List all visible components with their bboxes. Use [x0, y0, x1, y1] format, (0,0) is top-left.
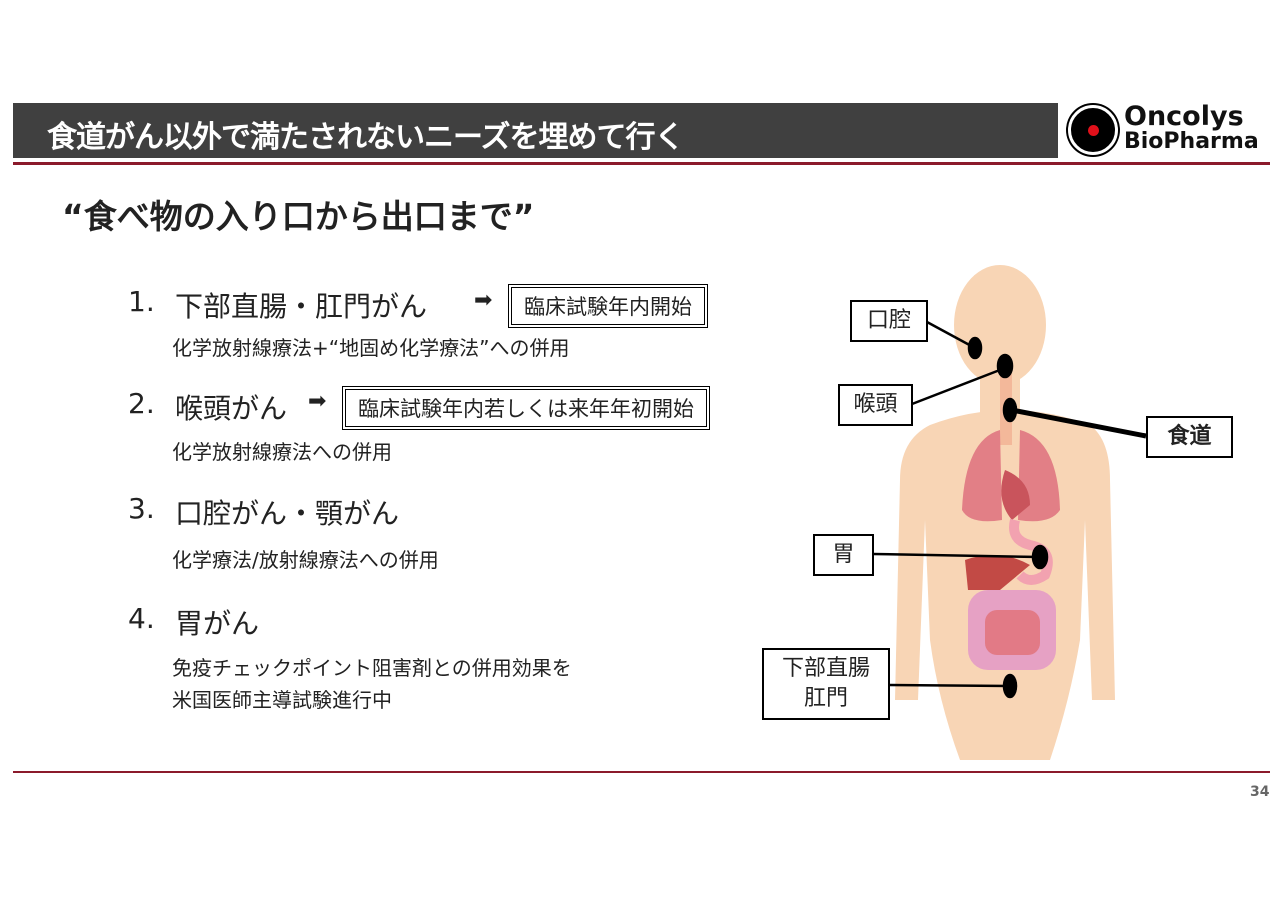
item-number: 1. [128, 285, 155, 318]
item-number: 3. [128, 492, 155, 525]
marker-oral [967, 336, 983, 360]
logo-text-1: Oncolys [1124, 101, 1244, 132]
page-number: 34 [1250, 784, 1270, 800]
label-rectum: 下部直腸 肛門 [762, 648, 890, 720]
label-rectum-line2: 肛門 [803, 686, 848, 711]
header-divider [13, 162, 1270, 165]
heart [1001, 470, 1030, 520]
status-badge-text: 臨床試験年内開始 [511, 287, 705, 325]
marker-stomach [1031, 544, 1049, 570]
item-desc: 化学放射線療法への併用 [172, 440, 392, 464]
marker-rectum [1002, 673, 1018, 699]
item-number: 2. [128, 387, 155, 420]
label-esophagus: 食道 [1146, 416, 1233, 458]
status-badge-text: 臨床試験年内若しくは来年年初開始 [345, 389, 707, 427]
footer-divider [13, 771, 1270, 773]
header-title: 食道がん以外で満たされないニーズを埋めて行く [47, 120, 684, 155]
marker-esophagus [1002, 397, 1018, 423]
item-desc: 米国医師主導試験進行中 [172, 688, 392, 712]
label-stomach: 胃 [813, 534, 874, 576]
item-number: 4. [128, 602, 155, 635]
connector-lines [872, 320, 1147, 699]
item-title: 口腔がん・顎がん [175, 497, 400, 530]
subtitle: “食べ物の入り口から出口まで” [62, 197, 535, 236]
arrow-right-icon: ➡ [308, 389, 327, 414]
liver [965, 555, 1030, 590]
label-oral: 口腔 [850, 300, 928, 342]
item-title: 胃がん [175, 607, 260, 640]
status-badge: 臨床試験年内若しくは来年年初開始 [342, 386, 710, 430]
marker-larynx [996, 353, 1014, 379]
item-title: 下部直腸・肛門がん [175, 290, 428, 323]
item-desc: 免疫チェックポイント阻害剤との併用効果を [172, 656, 572, 680]
item-title: 喉頭がん [175, 392, 288, 425]
logo-text-2: BioPharma [1124, 129, 1259, 154]
status-badge: 臨床試験年内開始 [508, 284, 708, 328]
item-desc: 化学放射線療法+“地固め化学療法”への併用 [172, 336, 570, 360]
label-larynx: 喉頭 [838, 384, 913, 426]
company-logo: Oncolys BioPharma [1066, 101, 1268, 158]
arrow-right-icon: ➡ [474, 288, 493, 313]
logo-mark-icon [1068, 105, 1118, 155]
header-bar: 食道がん以外で満たされないニーズを埋めて行く [13, 103, 1058, 158]
label-rectum-line1: 下部直腸 [781, 656, 870, 681]
item-desc: 化学療法/放射線療法への併用 [172, 548, 439, 572]
